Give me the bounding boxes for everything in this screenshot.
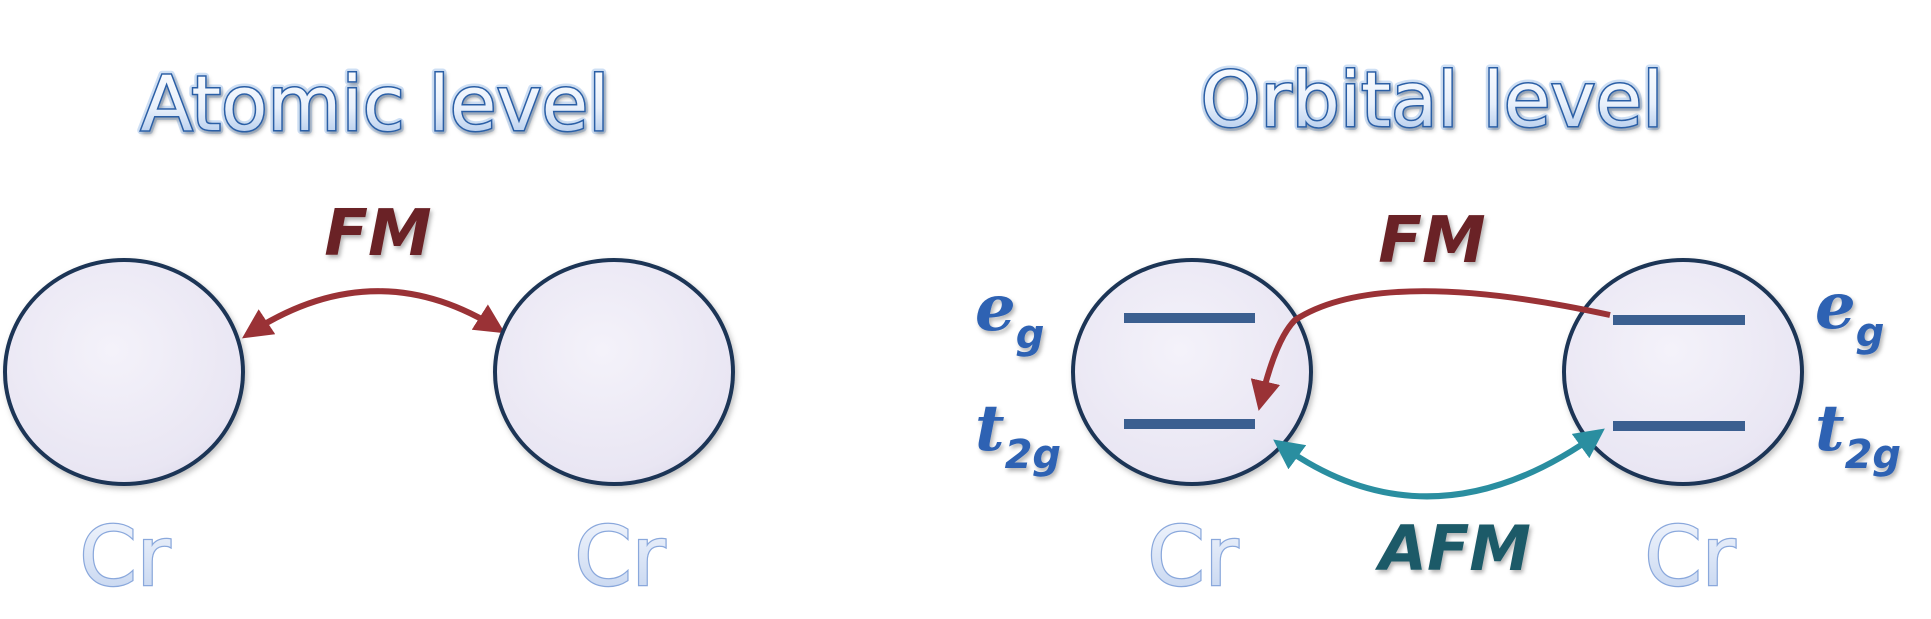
atomic-level-title: Atomic level [141,59,610,148]
atomic-left-atom [3,258,245,486]
orbital-afm-arrow [1273,428,1605,500]
right-eg-main: e [1815,269,1856,344]
atomic-right-atom [493,258,735,486]
atomic-right-cr-label: Cr [575,510,666,605]
atomic-level-title-group: Atomic level Atomic level [137,55,614,152]
orbital-afm-label: AFM [1374,512,1531,585]
atomic-level-title-halo: Atomic level [141,59,610,148]
orbital-left-atom [1071,258,1313,486]
right-t2g-sub: 2g [1845,432,1901,478]
orbital-left-cr-label: Cr [1148,510,1239,605]
right-t2g-main: t [1815,391,1845,466]
left-eg-label: eg [975,271,1044,358]
orbital-fm-arrow [1250,288,1611,411]
orbital-right-cr-label: Cr [1645,510,1736,605]
atomic-fm-arrow [242,288,506,339]
left-eg-main: e [975,271,1016,346]
left-eg-sub: g [1016,312,1045,358]
right-t2g-label: t2g [1815,391,1901,478]
left-t2g-main: t [975,391,1005,466]
atomic-left-cr-label: Cr [80,510,171,605]
right-eg-sub: g [1856,310,1885,356]
orbital-level-title-group: Orbital level Orbital level [1197,51,1668,148]
orbital-fm-label: FM [1378,204,1485,278]
left-t2g-label: t2g [975,391,1061,478]
right-eg-label: eg [1815,269,1884,356]
orbital-level-title-halo: Orbital level [1201,55,1664,144]
orbital-level-panel: eg t2g eg t2g FM AFM Cr Cr [975,204,1901,606]
orbital-level-title: Orbital level [1201,55,1664,144]
atomic-level-panel: FM Cr Cr [3,197,735,606]
left-t2g-sub: 2g [1005,432,1061,478]
atomic-fm-label: FM [324,197,431,271]
orbital-right-atom [1562,258,1804,486]
